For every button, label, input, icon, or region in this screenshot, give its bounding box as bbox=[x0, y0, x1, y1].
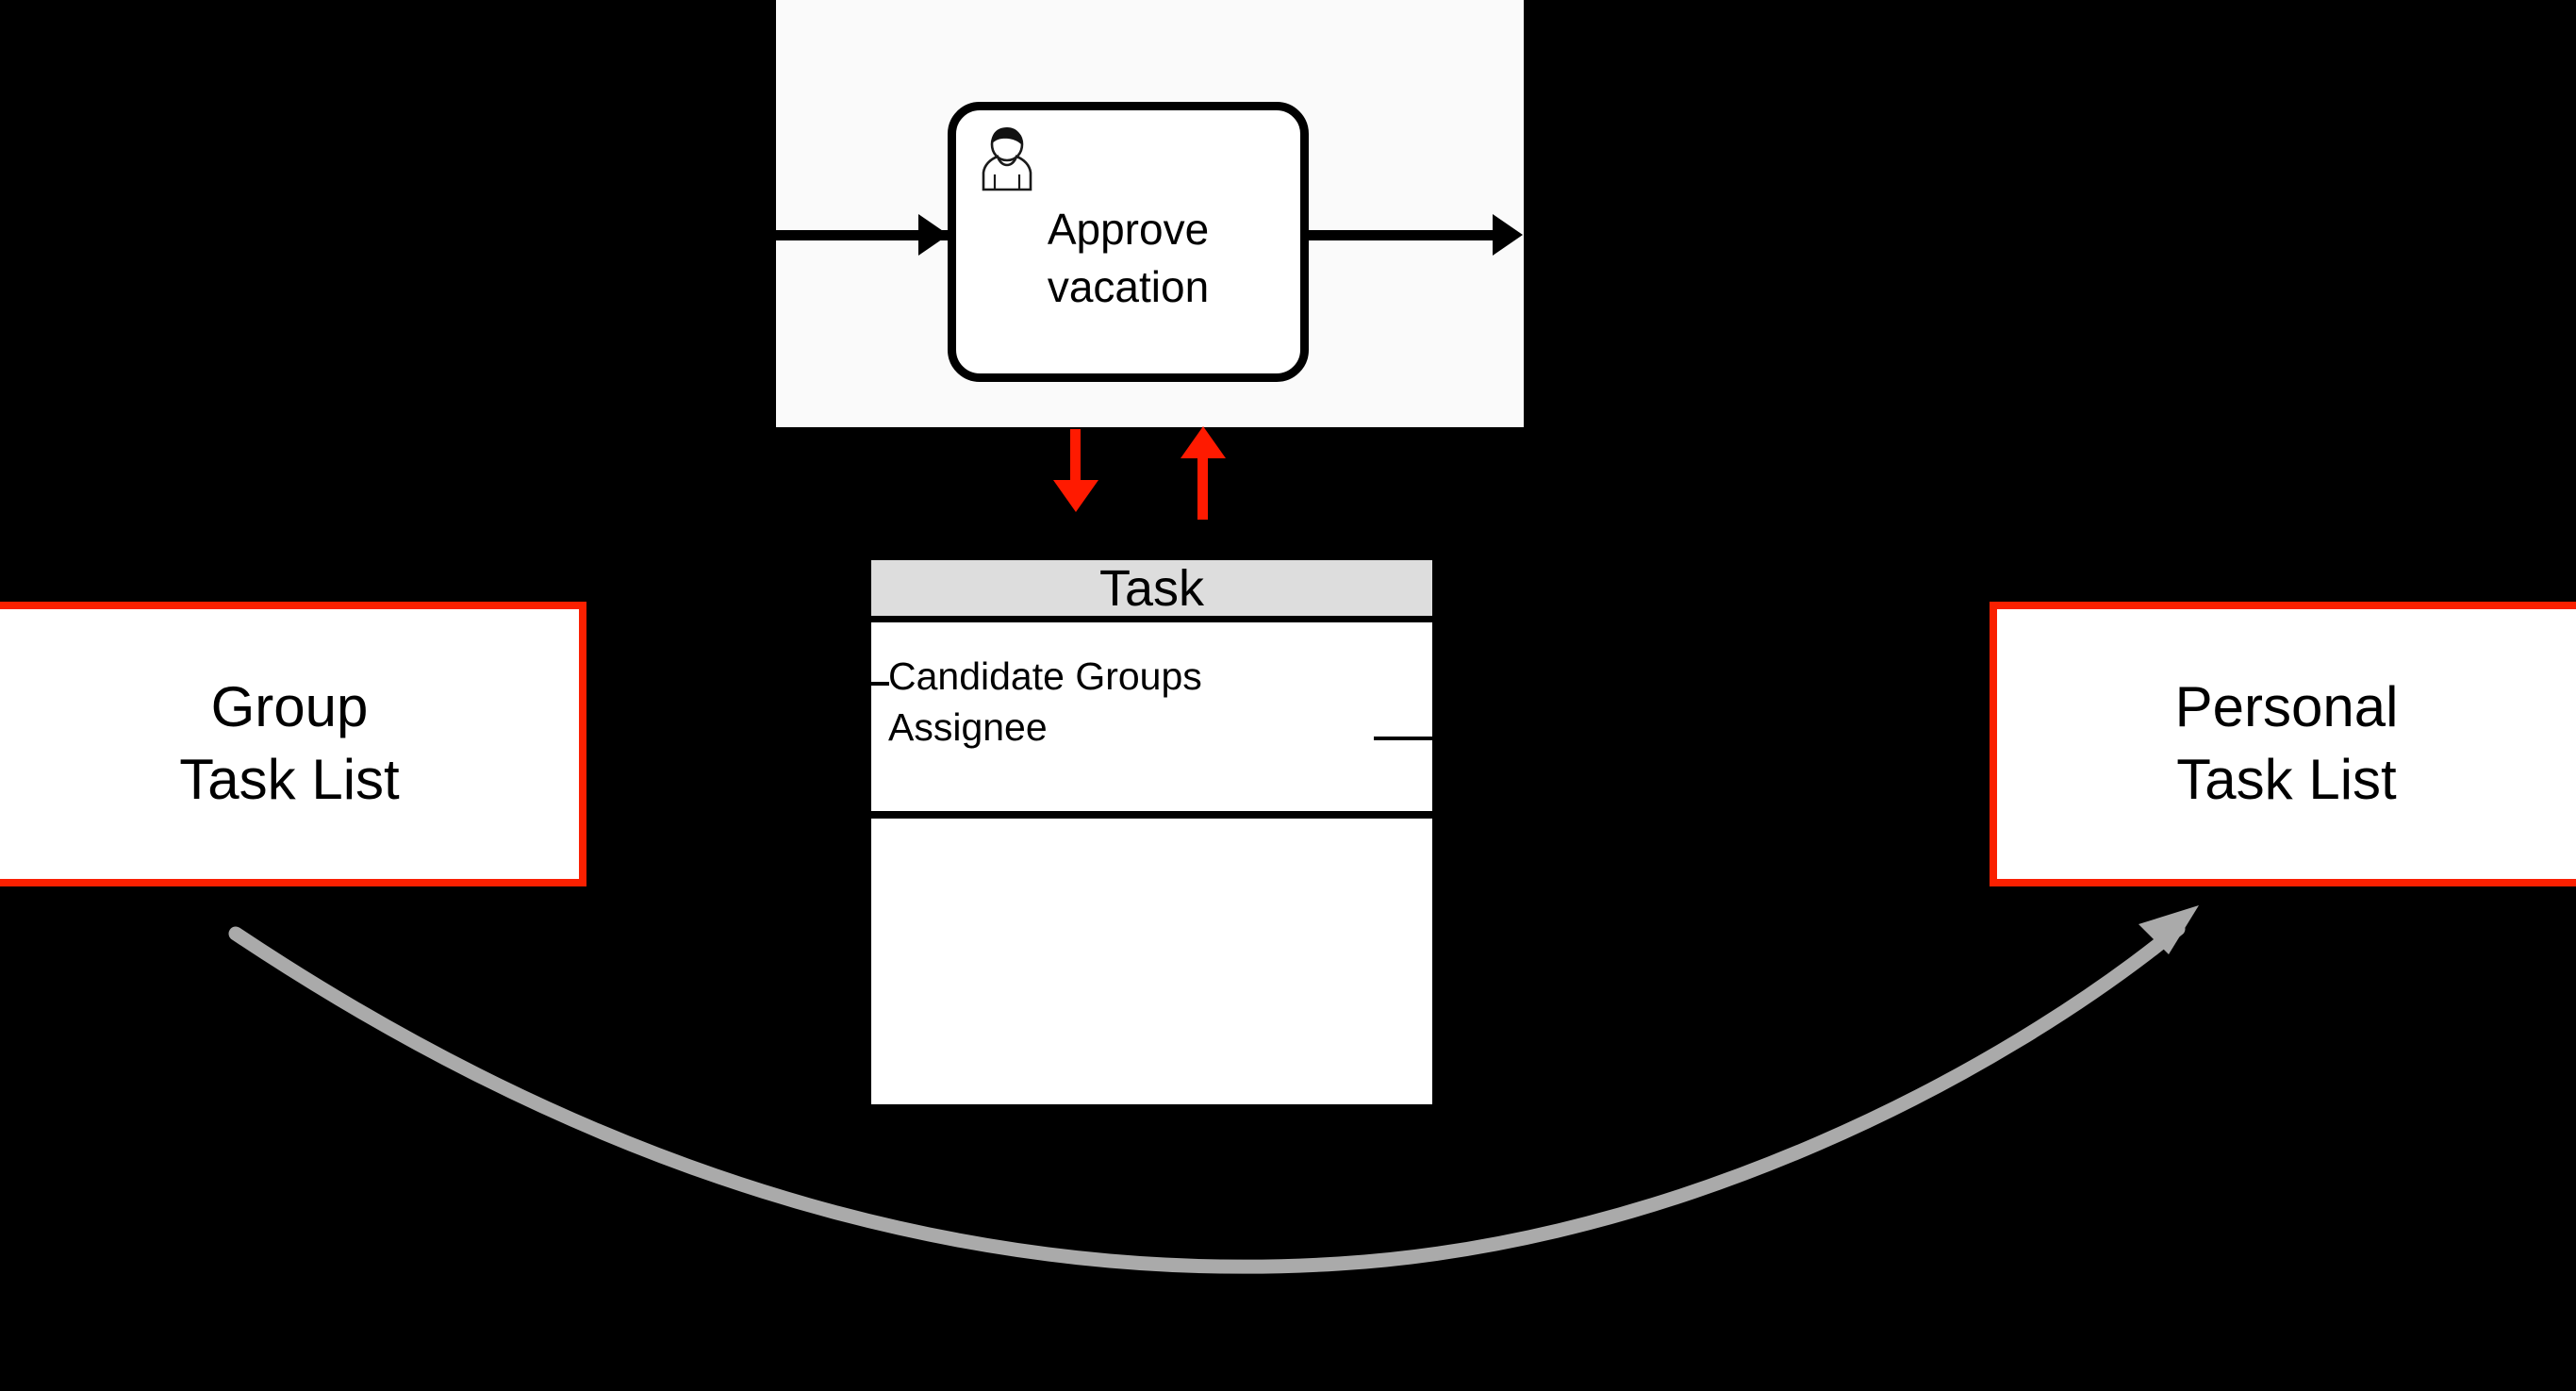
bpmn-user-task-label: Approve vacation bbox=[1047, 205, 1210, 311]
assignee-connector-stub bbox=[1374, 737, 1432, 740]
task-class-title: Task bbox=[871, 560, 1432, 622]
personal-task-list-box[interactable]: Personal Task List bbox=[1990, 602, 2576, 886]
sequence-flow-incoming bbox=[776, 230, 948, 240]
group-task-list-box[interactable]: Group Task List bbox=[0, 602, 586, 886]
red-arrow-down-shaft bbox=[1070, 429, 1081, 501]
bpmn-process-panel: Approve vacation bbox=[776, 0, 1524, 427]
red-arrow-up-shaft bbox=[1197, 448, 1208, 520]
candidate-groups-connector-stub bbox=[868, 682, 889, 686]
sequence-flow-outgoing bbox=[1307, 230, 1495, 240]
task-class-box[interactable]: Task Candidate Groups Assignee bbox=[865, 554, 1439, 1111]
user-icon bbox=[982, 127, 1032, 191]
red-arrow-down-to-task bbox=[1053, 480, 1098, 512]
sequence-flow-incoming-arrowhead bbox=[918, 214, 949, 256]
task-attribute-candidate-groups: Candidate Groups bbox=[888, 654, 1202, 698]
red-arrow-up-to-bpmn bbox=[1181, 426, 1226, 458]
task-attribute-assignee: Assignee bbox=[888, 705, 1048, 750]
task-class-operations bbox=[871, 819, 1432, 1098]
task-class-attributes: Candidate Groups Assignee bbox=[868, 622, 1432, 819]
bpmn-user-task[interactable]: Approve vacation bbox=[948, 102, 1309, 382]
sequence-flow-outgoing-arrowhead bbox=[1493, 214, 1523, 256]
